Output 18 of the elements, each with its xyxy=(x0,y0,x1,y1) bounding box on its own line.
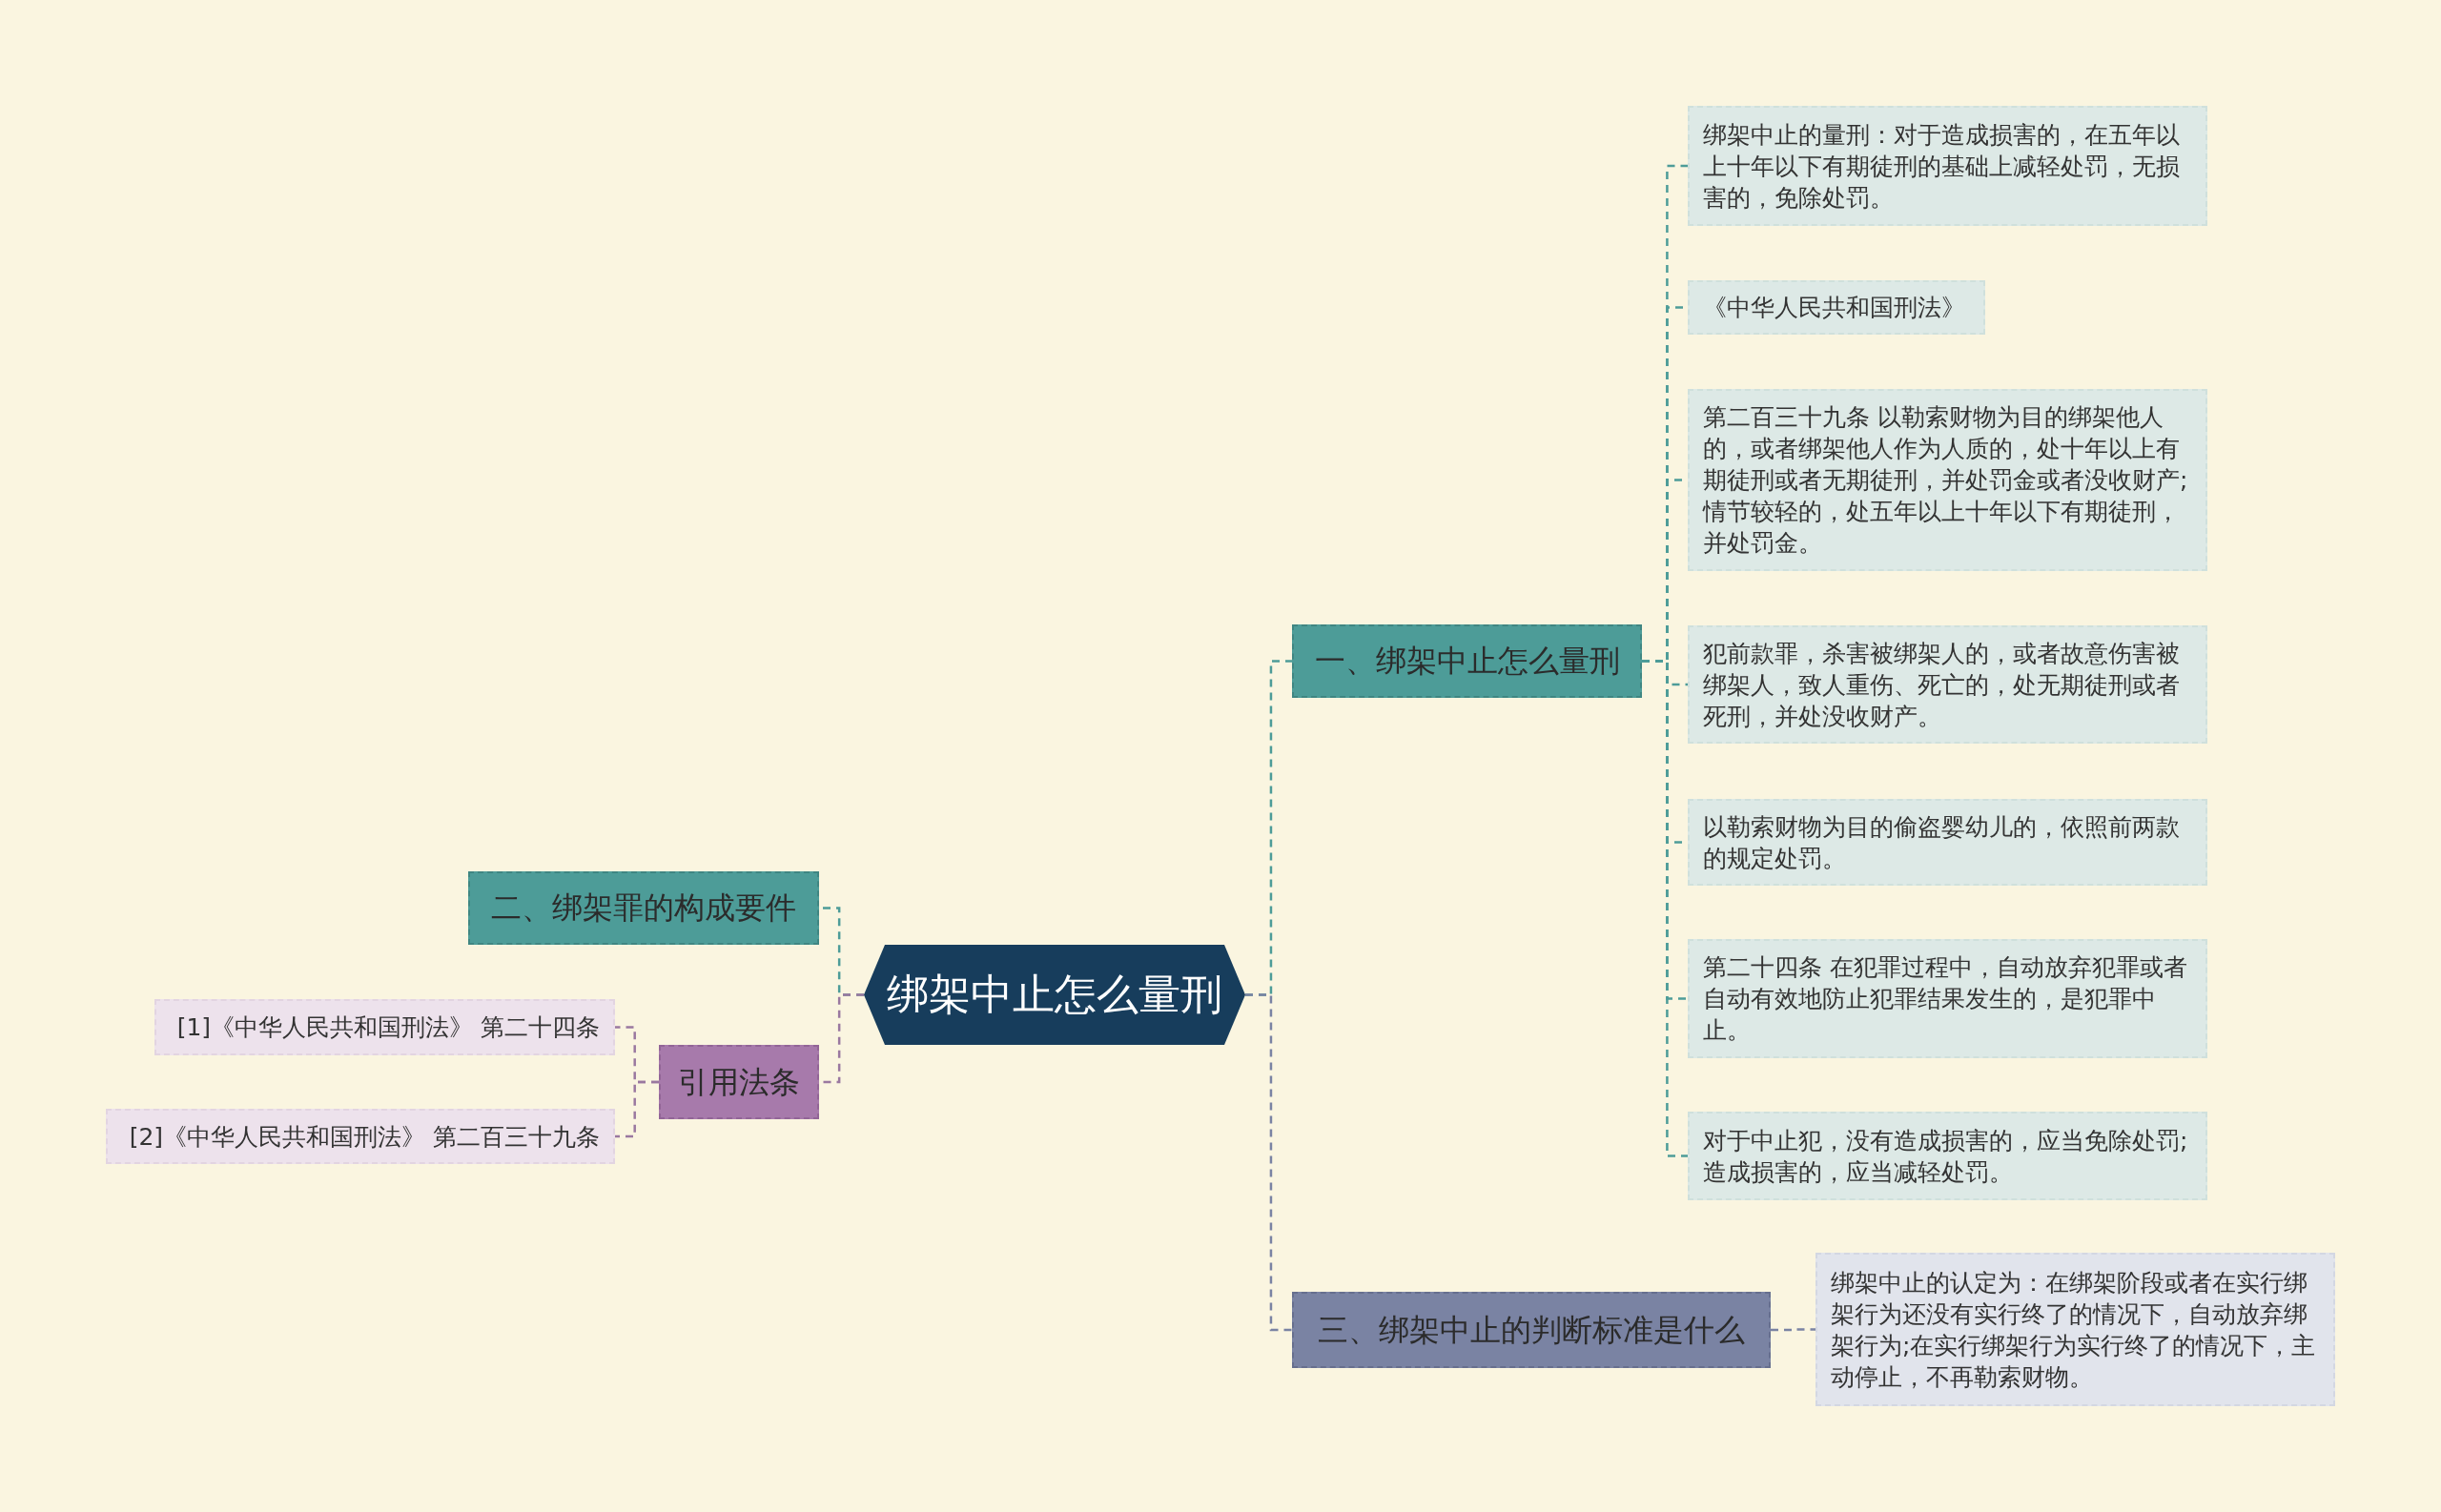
note-box: 犯前款罪，杀害被绑架人的，或者故意伤害被绑架人，致人重伤、死亡的，处无期徒刑或者死刑，并处没收财产。 xyxy=(1688,625,2207,744)
note-box: 绑架中止的量刑：对于造成损害的，在五年以上十年以下有期徒刑的基础上减轻处罚，无损害的，免除处罚。 xyxy=(1688,106,2207,226)
note-box: [2]《中华人民共和国刑法》 第二百三十九条 xyxy=(106,1109,615,1164)
note-box: 第二百三十九条 以勒索财物为目的绑架他人的，或者绑架他人作为人质的，处十年以上有期徒刑或者无期徒刑，并处罚金或者没收财产;情节较轻的，处五年以上十年以下有期徒刑，并处罚金。 xyxy=(1688,389,2207,571)
topic-box: 一、绑架中止怎么量刑 xyxy=(1292,624,1642,698)
topic-box: 三、绑架中止的判断标准是什么 xyxy=(1292,1292,1771,1368)
topic-box: 引用法条 xyxy=(659,1045,819,1119)
topic-hexagon: 绑架中止怎么量刑 xyxy=(864,945,1245,1045)
note-box: [1]《中华人民共和国刑法》 第二十四条 xyxy=(154,999,615,1055)
note-box: 第二十四条 在犯罪过程中，自动放弃犯罪或者自动有效地防止犯罪结果发生的，是犯罪中止。 xyxy=(1688,939,2207,1058)
connector-line xyxy=(1771,1328,1815,1332)
topic-box: 二、绑架罪的构成要件 xyxy=(468,871,819,945)
note-box: 绑架中止的认定为：在绑架阶段或者在实行绑架行为还没有实行终了的情况下，自动放弃绑架行为;在实行绑架行为实行终了的情况下，主动停止，不再勒索财物。 xyxy=(1815,1253,2335,1406)
note-box: 对于中止犯，没有造成损害的，应当免除处罚;造成损害的，应当减轻处罚。 xyxy=(1688,1112,2207,1200)
note-box: 以勒索财物为目的偷盗婴幼儿的，依照前两款的规定处罚。 xyxy=(1688,799,2207,886)
note-box: 《中华人民共和国刑法》 xyxy=(1688,280,1985,335)
connector-line xyxy=(615,1080,659,1138)
connector-line xyxy=(1245,993,1292,1332)
